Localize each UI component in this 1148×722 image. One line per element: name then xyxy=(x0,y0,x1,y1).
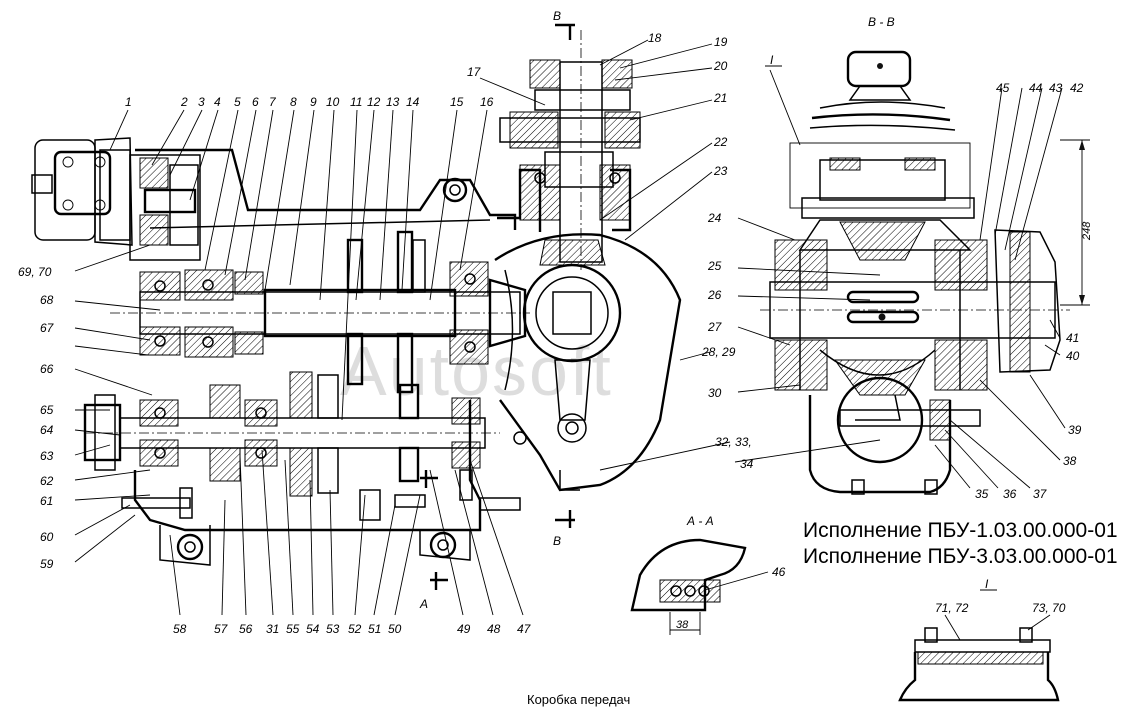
dimension-248-label: 248 xyxy=(1081,221,1093,241)
housing-upper-contour xyxy=(135,148,517,230)
callout: 54 xyxy=(306,622,320,636)
dimension-248: 248 xyxy=(1060,139,1093,306)
callout: 38 xyxy=(1063,454,1077,468)
callout: 40 xyxy=(1066,349,1080,363)
callout: 14 xyxy=(406,95,420,109)
section-label-a-top: А xyxy=(419,597,428,611)
callout: 47 xyxy=(517,622,532,636)
callout: 6 xyxy=(252,95,259,109)
callout: 31 xyxy=(266,622,279,636)
callout: 50 xyxy=(388,622,402,636)
leader-lines xyxy=(74,39,1066,641)
callouts-main: 1 2 3 4 5 6 7 8 9 10 11 12 13 14 15 16 1… xyxy=(18,31,754,636)
callout: 48 xyxy=(487,622,501,636)
detail-i-view xyxy=(898,627,1060,702)
section-label-aa-view: А - А xyxy=(686,514,714,528)
main-section-view xyxy=(31,137,530,566)
section-label-detail-view: I xyxy=(985,577,989,591)
watermark: Autosoft xyxy=(340,332,613,410)
callout: 49 xyxy=(457,622,471,636)
drawing-caption: Коробка передач xyxy=(527,692,630,707)
callout: 37 xyxy=(1033,487,1048,501)
callout: 1 xyxy=(125,95,132,109)
callout: 62 xyxy=(40,474,54,488)
callout: 12 xyxy=(367,95,381,109)
section-aa-view xyxy=(630,538,747,635)
vertical-shaft xyxy=(499,30,641,270)
callout: 21 xyxy=(713,91,727,105)
callout: 36 xyxy=(1003,487,1017,501)
callout: 68 xyxy=(40,293,54,307)
callout: 10 xyxy=(326,95,340,109)
callout: 15 xyxy=(450,95,464,109)
section-label-b-top: В xyxy=(553,9,561,23)
callout: 42 xyxy=(1070,81,1084,95)
section-bb-view xyxy=(760,50,1070,495)
callout: 44 xyxy=(1029,81,1043,95)
callout: 56 xyxy=(239,622,253,636)
callout: 7 xyxy=(269,95,277,109)
callout: 5 xyxy=(234,95,241,109)
callout: 41 xyxy=(1066,331,1079,345)
callout: 63 xyxy=(40,449,54,463)
callout: 2 xyxy=(180,95,188,109)
section-label-detail-top: I xyxy=(770,53,774,67)
callout: 20 xyxy=(713,59,728,73)
callout: 8 xyxy=(290,95,297,109)
callout: 66 xyxy=(40,362,54,376)
callout: 18 xyxy=(648,31,662,45)
callout: 32, 33, xyxy=(715,435,752,449)
callout: 65 xyxy=(40,403,54,417)
callout: 24 xyxy=(707,211,722,225)
callout: 69, 70 xyxy=(18,265,52,279)
callout: 61 xyxy=(40,494,53,508)
callouts-section: 24 25 26 27 30 35 36 37 38 39 40 41 42 4… xyxy=(707,81,1084,501)
callout: 23 xyxy=(713,164,728,178)
callout: 4 xyxy=(214,95,221,109)
callouts-aa: 46 xyxy=(772,565,786,579)
callouts-detail: 71, 72 73, 70 xyxy=(935,601,1066,615)
section-markers xyxy=(420,23,575,590)
callout: 3 xyxy=(198,95,205,109)
callout: 59 xyxy=(40,557,54,571)
callout: 55 xyxy=(286,622,300,636)
callout: 60 xyxy=(40,530,54,544)
callout: 71, 72 xyxy=(935,601,969,615)
callout: 51 xyxy=(368,622,381,636)
callout: 58 xyxy=(173,622,187,636)
callout: 57 xyxy=(214,622,229,636)
callout: 64 xyxy=(40,423,54,437)
callout: 28, 29 xyxy=(701,345,736,359)
callout: 30 xyxy=(708,386,722,400)
callout: 25 xyxy=(707,259,722,273)
section-label-bb-view: В - В xyxy=(868,15,895,29)
section-label-b-bottom: В xyxy=(553,534,561,548)
callout: 17 xyxy=(467,65,482,79)
callout: 26 xyxy=(707,288,722,302)
callout: 22 xyxy=(713,135,728,149)
section-labels: В В В - В А А - А I I xyxy=(419,9,997,611)
callout: 67 xyxy=(40,321,55,335)
callout: 13 xyxy=(386,95,400,109)
variant-note-2: Исполнение ПБУ-3.03.00.000-01 xyxy=(803,545,1118,568)
pump-housing xyxy=(31,137,133,246)
callout: 45 xyxy=(996,81,1010,95)
dimension-38-label: 38 xyxy=(676,619,689,631)
callout: 43 xyxy=(1049,81,1063,95)
callout: 27 xyxy=(707,320,723,334)
variant-note-1: Исполнение ПБУ-1.03.00.000-01 xyxy=(803,519,1118,542)
callout: 19 xyxy=(714,35,728,49)
callout: 52 xyxy=(348,622,362,636)
callout: 35 xyxy=(975,487,989,501)
callout: 53 xyxy=(326,622,340,636)
callout: 16 xyxy=(480,95,494,109)
callout: 34 xyxy=(740,457,754,471)
callout: 11 xyxy=(350,95,362,109)
callout: 39 xyxy=(1068,423,1082,437)
callout: 73, 70 xyxy=(1032,601,1066,615)
callout: 9 xyxy=(310,95,317,109)
callout: 46 xyxy=(772,565,786,579)
